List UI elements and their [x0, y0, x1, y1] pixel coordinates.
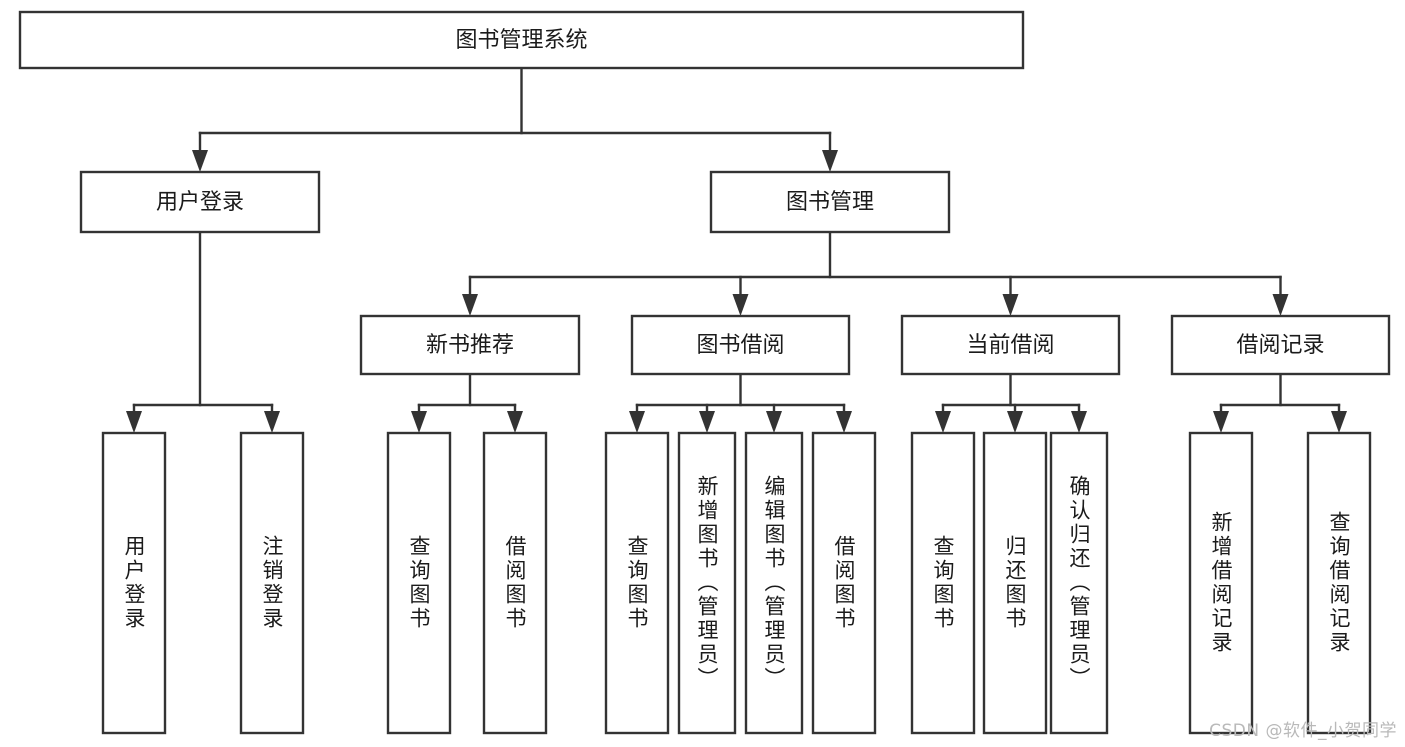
arrow-head-icon: [935, 411, 951, 433]
node-leaf-confirm-return[interactable]: [1049, 431, 1109, 735]
node-book-manage[interactable]: 图书管理: [709, 170, 951, 234]
node-user-login-label: 用户登录: [156, 190, 244, 215]
node-book-borrow-box[interactable]: [630, 314, 851, 376]
node-leaf-query-book-3-box[interactable]: [910, 431, 976, 735]
node-leaf-query-record[interactable]: [1306, 431, 1372, 735]
arrow-head-icon: [192, 150, 208, 172]
node-borrow-record-label: 借阅记录: [1236, 333, 1324, 358]
node-leaf-add-record-box[interactable]: [1188, 431, 1254, 735]
connectors-layer: [126, 66, 1347, 433]
arrow-head-icon: [126, 411, 142, 433]
arrow-head-icon: [732, 294, 749, 316]
node-leaf-query-book-3[interactable]: [910, 431, 976, 735]
node-user-login[interactable]: 用户登录: [79, 170, 321, 234]
arrow-head-icon: [822, 150, 838, 172]
node-new-book-rec-label: 新书推荐: [426, 333, 514, 358]
node-leaf-add-record[interactable]: [1188, 431, 1254, 735]
node-root-label: 图书管理系统: [455, 28, 587, 53]
node-root-box[interactable]: [18, 10, 1025, 70]
watermark-text: CSDN @软件_小贺同学: [1209, 721, 1397, 741]
arrow-head-icon: [836, 411, 852, 433]
arrow-head-icon: [1071, 411, 1087, 433]
node-current-borrow-label: 当前借阅: [966, 333, 1054, 358]
node-current-borrow[interactable]: 当前借阅: [900, 314, 1121, 376]
node-leaf-edit-book-box[interactable]: [744, 431, 804, 735]
node-book-manage-box[interactable]: [709, 170, 951, 234]
node-leaf-borrow-book-2-box[interactable]: [811, 431, 877, 735]
node-leaf-return-book-box[interactable]: [982, 431, 1048, 735]
node-book-borrow[interactable]: 图书借阅: [630, 314, 851, 376]
node-leaf-borrow-book-1[interactable]: [482, 431, 548, 735]
node-leaf-confirm-return-box[interactable]: [1049, 431, 1109, 735]
arrow-head-icon: [766, 411, 782, 433]
node-borrow-record-box[interactable]: [1170, 314, 1391, 376]
node-leaf-query-book-2-box[interactable]: [604, 431, 670, 735]
arrow-head-icon: [1002, 294, 1019, 316]
arrow-head-icon: [1272, 294, 1289, 316]
node-leaf-query-book-1-box[interactable]: [386, 431, 452, 735]
node-leaf-add-book[interactable]: [677, 431, 737, 735]
node-leaf-add-book-box[interactable]: [677, 431, 737, 735]
node-borrow-record[interactable]: 借阅记录: [1170, 314, 1391, 376]
node-new-book-rec[interactable]: 新书推荐: [359, 314, 581, 376]
node-user-login-box[interactable]: [79, 170, 321, 234]
node-leaf-user-login[interactable]: [101, 431, 167, 735]
node-leaf-query-book-1[interactable]: [386, 431, 452, 735]
arrow-head-icon: [1007, 411, 1023, 433]
node-leaf-query-record-box[interactable]: [1306, 431, 1372, 735]
node-leaf-logout[interactable]: [239, 431, 305, 735]
arrow-head-icon: [264, 411, 280, 433]
arrow-head-icon: [1331, 411, 1347, 433]
node-book-borrow-label: 图书借阅: [696, 333, 784, 358]
node-leaf-return-book[interactable]: [982, 431, 1048, 735]
node-leaf-user-login-box[interactable]: [101, 431, 167, 735]
node-book-manage-label: 图书管理: [786, 190, 874, 215]
arrow-head-icon: [699, 411, 715, 433]
node-leaf-query-book-2[interactable]: [604, 431, 670, 735]
node-leaf-edit-book[interactable]: [744, 431, 804, 735]
node-root[interactable]: 图书管理系统: [18, 10, 1025, 70]
node-leaf-borrow-book-1-box[interactable]: [482, 431, 548, 735]
arrow-head-icon: [411, 411, 427, 433]
arrow-head-icon: [507, 411, 523, 433]
node-leaf-logout-box[interactable]: [239, 431, 305, 735]
node-new-book-rec-box[interactable]: [359, 314, 581, 376]
arrow-head-icon: [1213, 411, 1229, 433]
arrow-head-icon: [629, 411, 645, 433]
arrow-head-icon: [462, 294, 478, 316]
node-leaf-borrow-book-2[interactable]: [811, 431, 877, 735]
node-current-borrow-box[interactable]: [900, 314, 1121, 376]
